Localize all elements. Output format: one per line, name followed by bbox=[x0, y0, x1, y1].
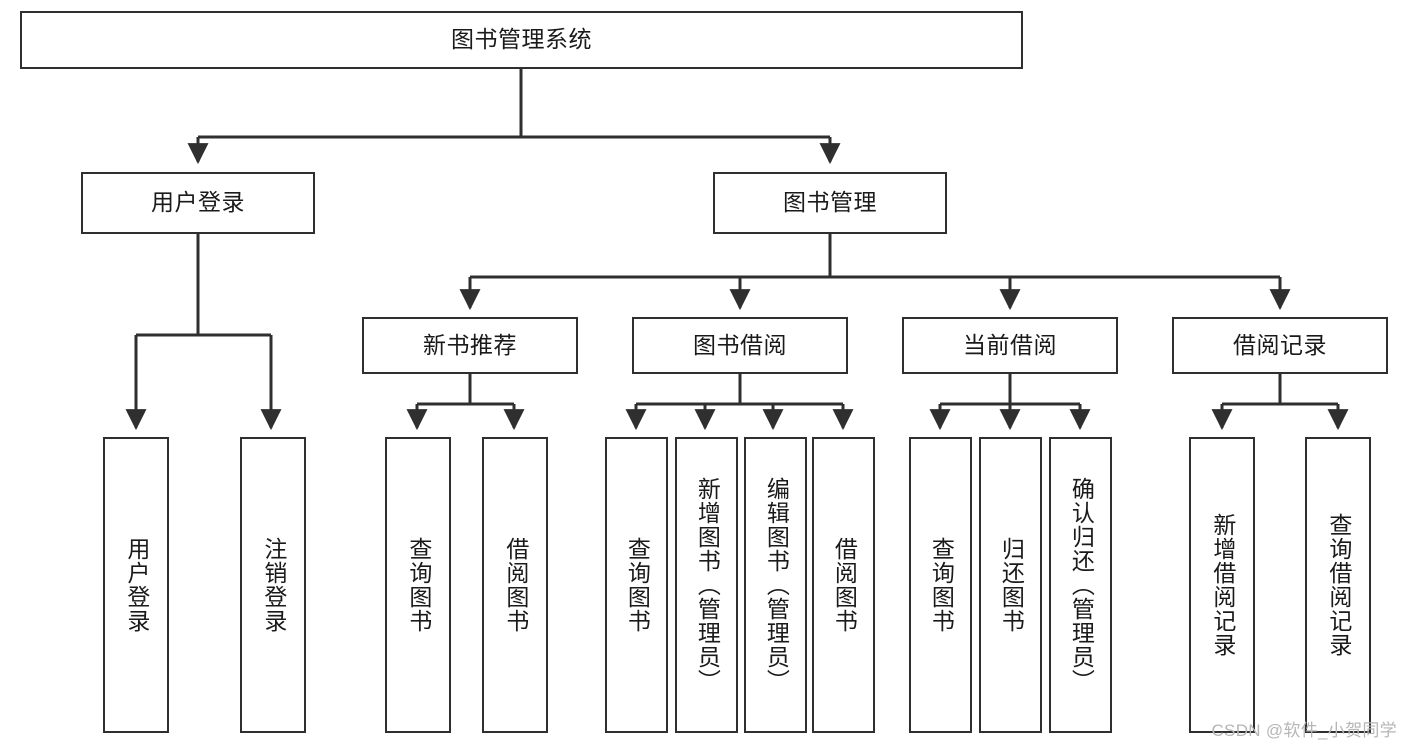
node-label: 归还图书 bbox=[998, 537, 1025, 633]
node-label: 图书管理系统 bbox=[451, 26, 592, 53]
leaf-logout[interactable]: 注销登录 bbox=[240, 437, 306, 733]
node-label: 查询图书 bbox=[405, 537, 432, 633]
leaf-add-borrow-record[interactable]: 新增借阅记录 bbox=[1189, 437, 1255, 733]
node-label: 查询图书 bbox=[928, 537, 955, 633]
node-label: 借阅图书 bbox=[502, 537, 529, 633]
node-label: 当前借阅 bbox=[963, 331, 1057, 358]
leaf-borrow-book[interactable]: 借阅图书 bbox=[812, 437, 875, 733]
node-label: 新书推荐 bbox=[423, 331, 517, 358]
node-root-system[interactable]: 图书管理系统 bbox=[20, 11, 1023, 69]
leaf-add-book-admin[interactable]: 新增图书（管理员） bbox=[675, 437, 738, 733]
node-label: 注销登录 bbox=[260, 537, 287, 633]
node-borrow-record[interactable]: 借阅记录 bbox=[1172, 317, 1388, 374]
node-label: 借阅图书 bbox=[831, 537, 858, 633]
node-book-borrow[interactable]: 图书借阅 bbox=[632, 317, 848, 374]
node-label: 借阅记录 bbox=[1233, 331, 1327, 358]
leaf-query-borrow-record[interactable]: 查询借阅记录 bbox=[1305, 437, 1371, 733]
node-label: 用户登录 bbox=[151, 189, 245, 216]
node-label: 查询图书 bbox=[624, 537, 651, 633]
leaf-edit-book-admin[interactable]: 编辑图书（管理员） bbox=[744, 437, 807, 733]
watermark-text: CSDN @软件_小贺同学 bbox=[1211, 721, 1397, 740]
node-label: 图书管理 bbox=[783, 189, 877, 216]
leaf-confirm-return-admin[interactable]: 确认归还（管理员） bbox=[1049, 437, 1112, 733]
leaf-query-book-borrow[interactable]: 查询图书 bbox=[605, 437, 668, 733]
node-label: 新增图书（管理员） bbox=[694, 477, 721, 693]
leaf-return-book[interactable]: 归还图书 bbox=[979, 437, 1042, 733]
leaf-user-login[interactable]: 用户登录 bbox=[103, 437, 169, 733]
leaf-query-book-current[interactable]: 查询图书 bbox=[909, 437, 972, 733]
node-label: 编辑图书（管理员） bbox=[763, 477, 790, 693]
node-book-manage[interactable]: 图书管理 bbox=[713, 172, 947, 234]
leaf-borrow-book-newbook[interactable]: 借阅图书 bbox=[482, 437, 548, 733]
node-label: 确认归还（管理员） bbox=[1068, 477, 1095, 693]
node-new-book-recommend[interactable]: 新书推荐 bbox=[362, 317, 578, 374]
node-label: 用户登录 bbox=[123, 537, 150, 633]
leaf-query-book-newbook[interactable]: 查询图书 bbox=[385, 437, 451, 733]
node-label: 查询借阅记录 bbox=[1325, 513, 1352, 657]
node-label: 新增借阅记录 bbox=[1209, 513, 1236, 657]
node-user-login[interactable]: 用户登录 bbox=[81, 172, 315, 234]
node-label: 图书借阅 bbox=[693, 331, 787, 358]
node-current-borrow[interactable]: 当前借阅 bbox=[902, 317, 1118, 374]
